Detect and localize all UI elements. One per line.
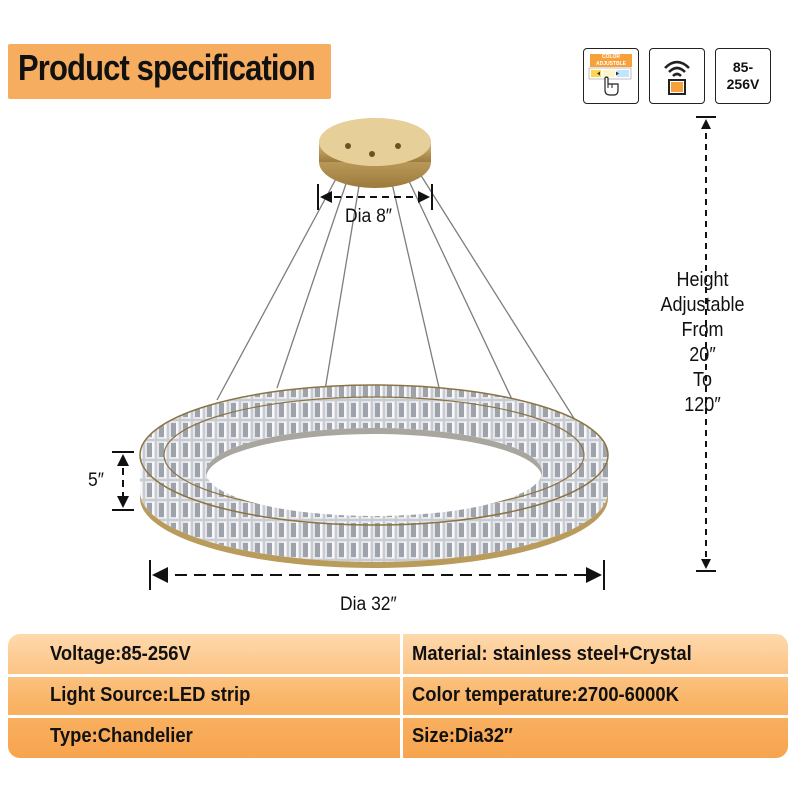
ring-diameter-label: Dia 32″ <box>340 594 397 615</box>
color-adjustable-badge: COLOR ADJUSTBLE <box>583 48 639 104</box>
spec-size: Size:Dia32″ <box>412 725 513 747</box>
spec-voltage: Voltage:85-256V <box>50 643 191 665</box>
spec-light-source: Light Source:LED strip <box>50 684 251 706</box>
spec-table: Voltage:85-256V Material: stainless stee… <box>8 634 788 758</box>
spec-row-divider <box>8 674 788 677</box>
voltage-badge-text: 85- 256V <box>726 59 760 92</box>
color-adjustable-label: COLOR ADJUSTBLE <box>590 54 632 67</box>
ring-height-label: 5″ <box>88 470 104 491</box>
page-title: Product specification <box>18 47 316 88</box>
spec-type: Type:Chandelier <box>50 725 193 747</box>
ceiling-canopy <box>319 118 431 188</box>
crystal-ring <box>139 384 609 568</box>
canopy-diameter-label: Dia 8″ <box>345 206 393 227</box>
wifi-remote-icon <box>664 60 690 95</box>
wifi-remote-badge <box>649 48 705 104</box>
suspension-wires <box>216 157 576 541</box>
spec-column-divider <box>400 634 403 758</box>
spec-row-divider <box>8 715 788 718</box>
title-banner <box>8 44 331 99</box>
spec-material: Material: stainless steel+Crystal <box>412 643 692 665</box>
height-adjustable-label: Height Adjustable From 20″ To 120″ <box>660 269 745 416</box>
color-temperature-touch-icon <box>588 67 632 96</box>
spec-color-temperature: Color temperature:2700-6000K <box>412 684 679 706</box>
voltage-badge: 85- 256V <box>715 48 771 104</box>
